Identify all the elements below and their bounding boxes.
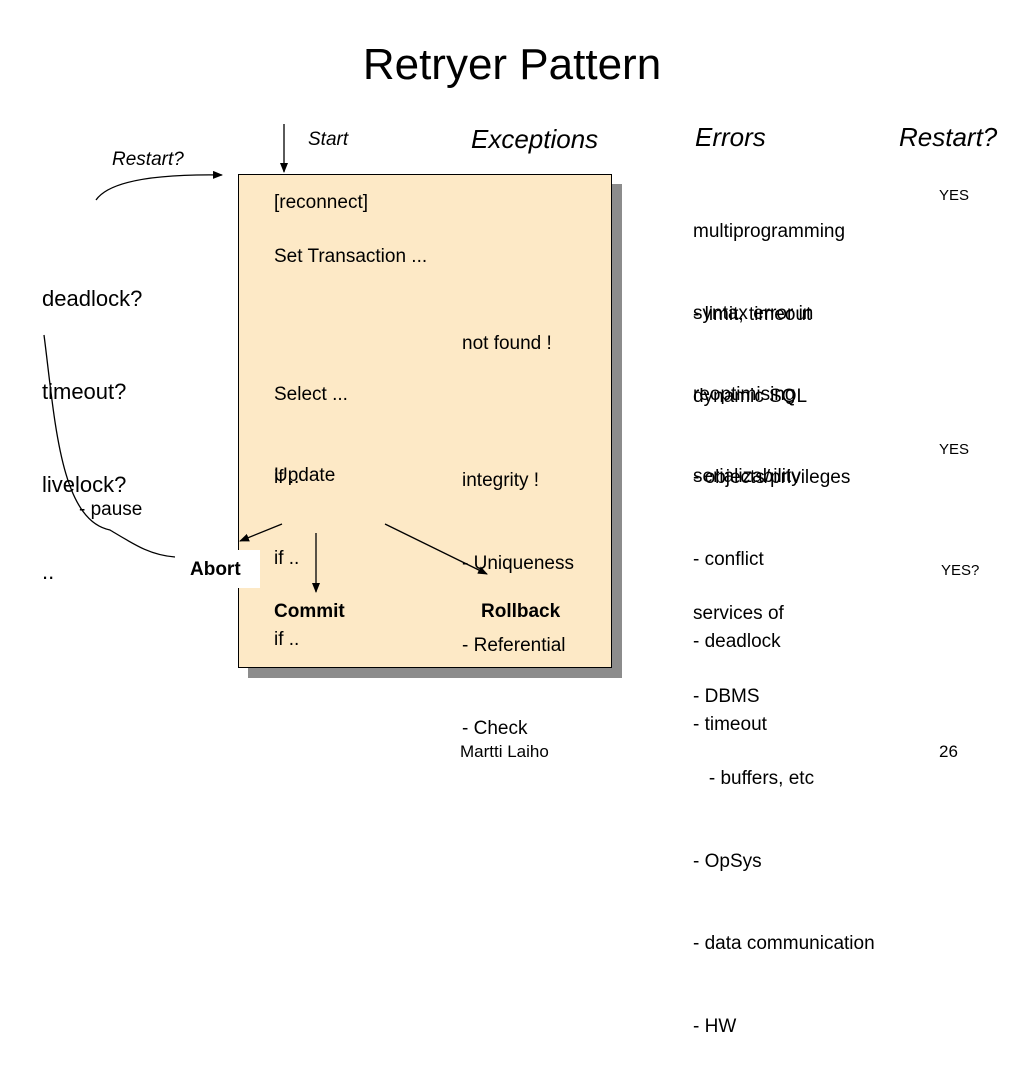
check-line: - Check bbox=[462, 717, 528, 739]
error-line: - OpSys bbox=[693, 850, 762, 872]
integrity-exception: integrity ! - Uniqueness - Referential -… bbox=[462, 412, 574, 770]
integrity-line: integrity ! bbox=[462, 470, 540, 491]
slide-title: Retryer Pattern bbox=[362, 40, 662, 89]
rollback-label: Rollback bbox=[481, 601, 561, 622]
diagram-connectors bbox=[43, 124, 488, 593]
commit-label: Commit bbox=[274, 601, 345, 622]
condition-deadlock: deadlock? bbox=[42, 286, 143, 311]
referential-line: - Referential bbox=[462, 635, 566, 656]
error-line: multiprogramming bbox=[693, 221, 846, 242]
restart-header: Restart? bbox=[899, 122, 998, 152]
error-group-syntax: syntax error in dynamic SQL bbox=[693, 245, 813, 438]
reconnect-step: [reconnect] bbox=[274, 192, 368, 213]
set-transaction-step: Set Transaction ... bbox=[274, 246, 428, 267]
transaction-box bbox=[238, 174, 612, 668]
left-conditions: deadlock? timeout? livelock? .. bbox=[42, 221, 142, 613]
pause-label: - pause bbox=[79, 499, 143, 520]
error-group-services: services of - DBMS - buffers, etc - OpSy… bbox=[693, 545, 875, 1068]
error-line: reoptimising bbox=[693, 384, 796, 405]
error-line: syntax error in bbox=[693, 303, 814, 324]
error-line: - timeout bbox=[693, 713, 767, 735]
pause-loop-curve bbox=[43, 334, 176, 558]
update-step: Update if .. bbox=[274, 407, 335, 600]
error-line: - conflict bbox=[693, 548, 764, 570]
condition-timeout: timeout? bbox=[42, 379, 127, 404]
error-line: serializability bbox=[693, 466, 801, 487]
footer-author: Martti Laiho bbox=[460, 742, 549, 761]
abort-background bbox=[180, 550, 260, 588]
abort-label: Abort bbox=[190, 559, 241, 580]
error-group-serializability: serializability - conflict - deadlock - … bbox=[693, 408, 801, 766]
error-line: - HW bbox=[693, 1015, 737, 1037]
error-line: - DBMS bbox=[693, 685, 760, 707]
rollback-arrow bbox=[384, 523, 488, 575]
error-group-multiprogramming: multiprogramming - limit, timeout bbox=[693, 163, 845, 356]
error-line: - objects/privileges bbox=[693, 466, 851, 488]
error-group-reoptimising: reoptimising - objects/privileges bbox=[693, 326, 850, 519]
error-line: - data communication bbox=[693, 933, 875, 954]
commit-if-line: if .. bbox=[274, 629, 300, 650]
uniqueness-line: - Uniqueness bbox=[462, 552, 574, 574]
error-line: services of bbox=[693, 603, 784, 624]
exceptions-header: Exceptions bbox=[471, 124, 599, 154]
select-line: Select ... bbox=[274, 384, 348, 405]
errors-header: Errors bbox=[695, 122, 766, 152]
error-line: - deadlock bbox=[693, 631, 781, 652]
restart-curve-arrow bbox=[95, 170, 223, 201]
not-found-exception: not found ! bbox=[462, 333, 552, 354]
restart-left-label: Restart? bbox=[112, 149, 184, 170]
error-line: - limit, timeout bbox=[693, 303, 812, 325]
abort-arrow bbox=[239, 523, 283, 542]
error-line: - buffers, etc bbox=[693, 768, 815, 789]
restart-value-serializability: YES bbox=[939, 441, 970, 458]
condition-livelock: livelock? bbox=[42, 472, 127, 497]
condition-more: .. bbox=[42, 559, 55, 584]
restart-value-services: YES? bbox=[941, 562, 980, 579]
select-step: Select ... if .. bbox=[274, 326, 348, 519]
update-if-line: if .. bbox=[274, 547, 300, 569]
restart-value-multiprogramming: YES bbox=[939, 187, 970, 204]
update-line: Update bbox=[274, 465, 336, 486]
footer-page-number: 26 bbox=[939, 742, 958, 761]
error-line: dynamic SQL bbox=[693, 385, 808, 407]
select-if-line: if .. bbox=[274, 466, 300, 488]
start-label: Start bbox=[308, 129, 349, 150]
